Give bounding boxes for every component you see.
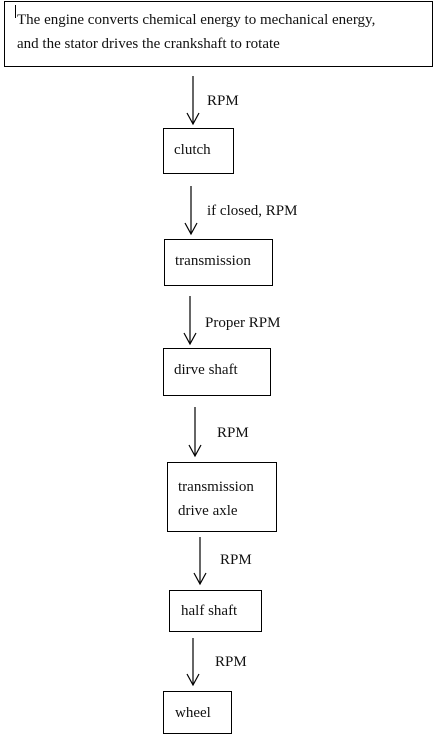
edge-label-drive-axle-half-shaft: RPM: [220, 552, 252, 568]
engine-description-line2: and the stator drives the crankshaft to …: [17, 36, 280, 52]
arrow-drive-axle-to-half-shaft: [193, 537, 207, 586]
node-half-shaft-label: half shaft: [181, 603, 238, 619]
arrow-transmission-to-drive-shaft: [183, 296, 197, 346]
text-cursor: [15, 5, 16, 18]
node-drive-axle: transmission drive axle: [167, 462, 277, 532]
node-transmission-label: transmission: [175, 253, 251, 269]
edge-label-transmission-drive-shaft: Proper RPM: [205, 315, 281, 331]
engine-description-box: The engine converts chemical energy to m…: [4, 1, 433, 67]
node-transmission: transmission: [164, 239, 273, 286]
node-clutch: clutch: [163, 128, 234, 174]
engine-description-line1: The engine converts chemical energy to m…: [17, 12, 376, 28]
node-drive-axle-label-line2: drive axle: [178, 503, 238, 519]
arrow-drive-shaft-to-drive-axle: [188, 407, 202, 458]
node-clutch-label: clutch: [174, 142, 211, 158]
edge-label-drive-shaft-drive-axle: RPM: [217, 425, 249, 441]
arrow-engine-to-clutch: [186, 76, 200, 126]
edge-label-half-shaft-wheel: RPM: [215, 654, 247, 670]
arrow-clutch-to-transmission: [184, 186, 198, 236]
node-wheel: wheel: [163, 691, 232, 734]
node-drive-shaft: dirve shaft: [163, 348, 271, 396]
edge-label-engine-clutch: RPM: [207, 93, 239, 109]
node-drive-shaft-label: dirve shaft: [174, 362, 238, 378]
arrow-half-shaft-to-wheel: [186, 638, 200, 687]
node-wheel-label: wheel: [175, 705, 211, 721]
node-drive-axle-label-line1: transmission: [178, 479, 254, 495]
node-half-shaft: half shaft: [169, 590, 262, 632]
edge-label-clutch-transmission: if closed, RPM: [207, 203, 298, 219]
